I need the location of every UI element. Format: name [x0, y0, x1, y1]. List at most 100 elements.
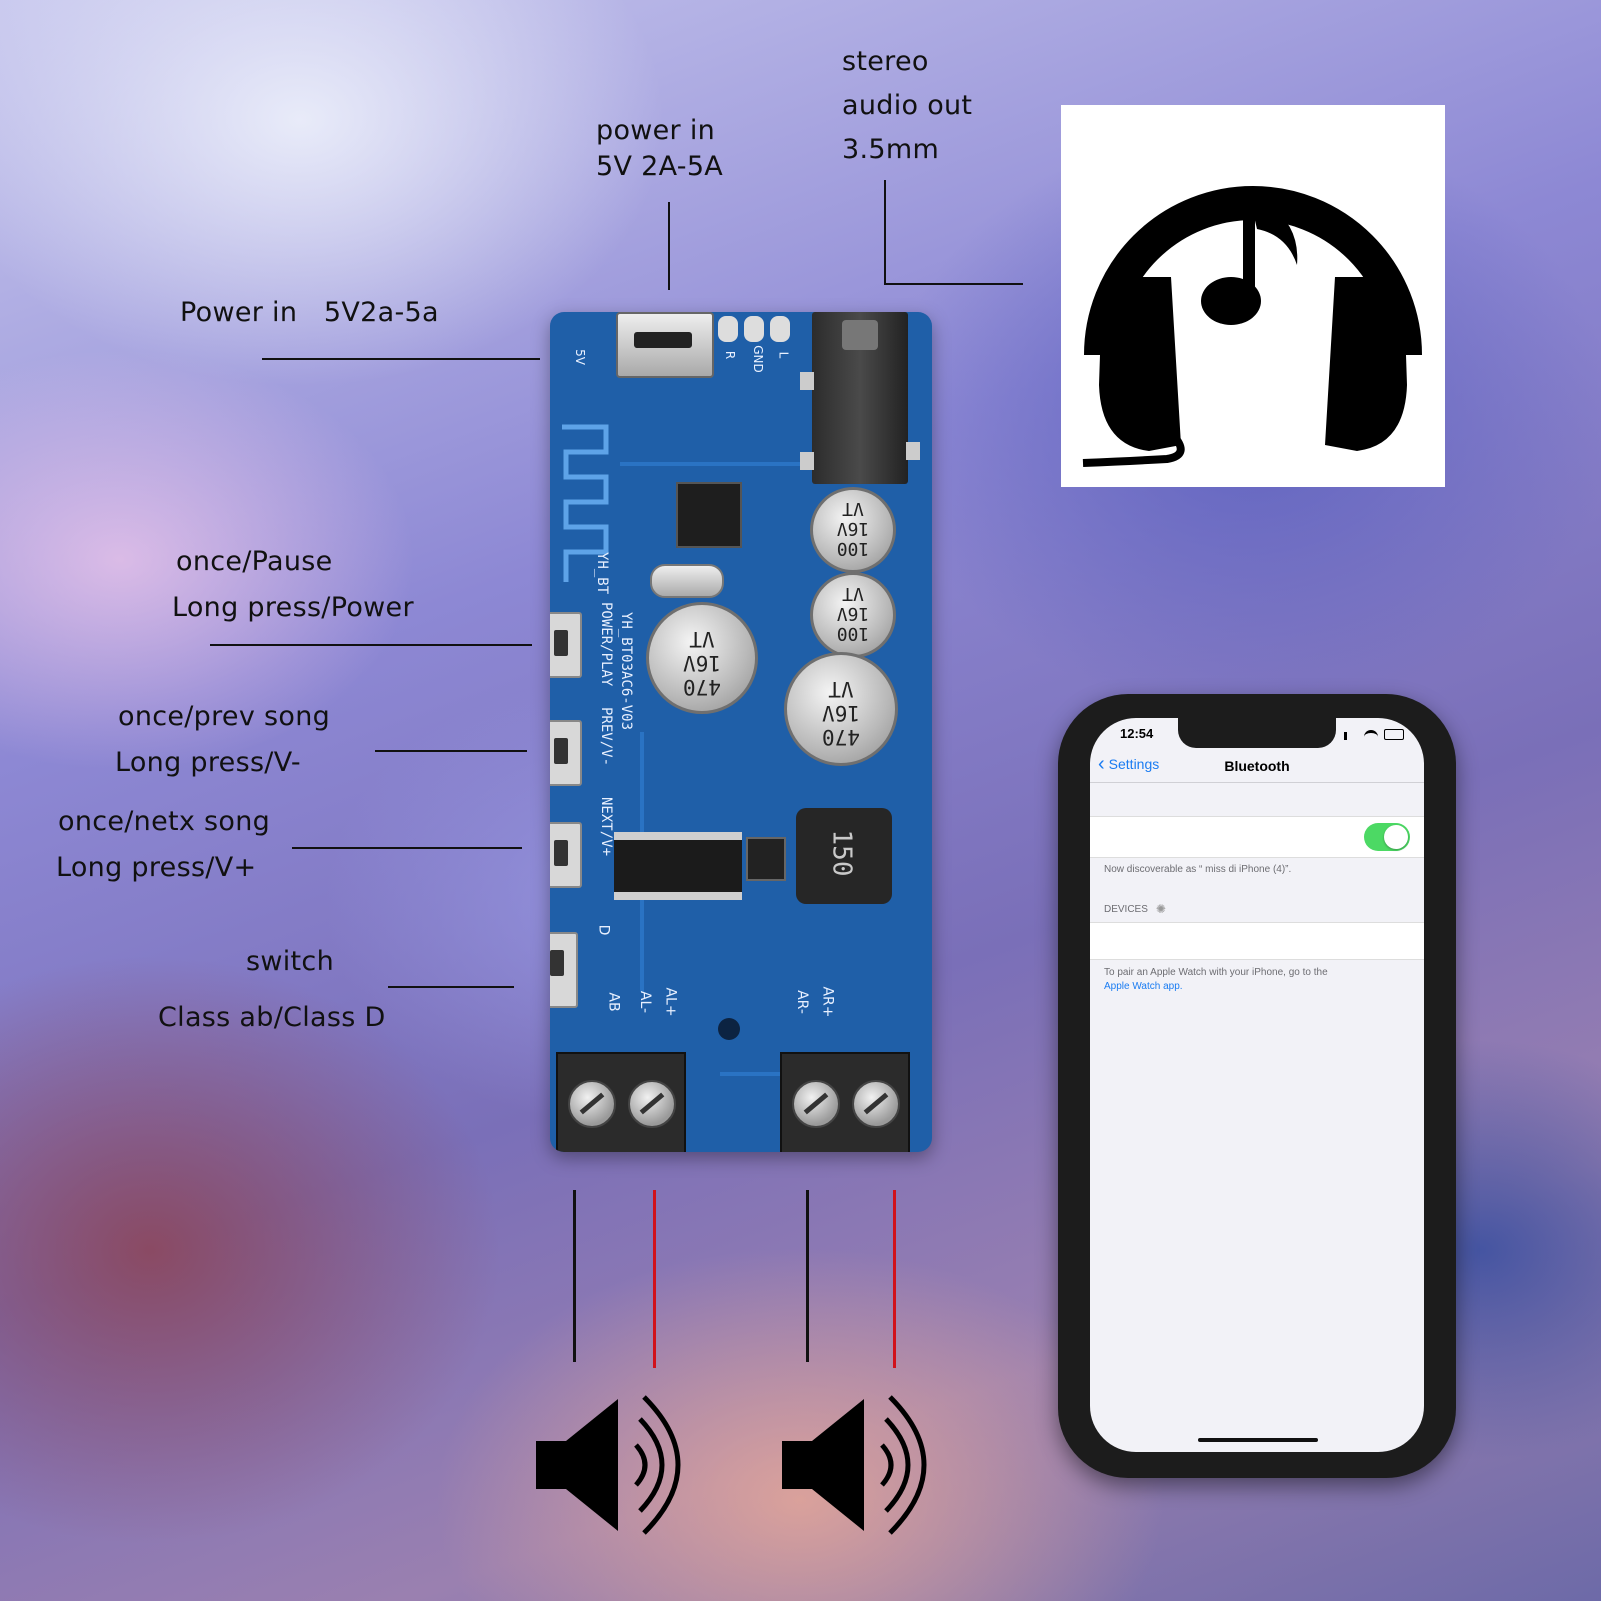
headphones-card [1061, 105, 1445, 487]
devices-list [1090, 922, 1424, 960]
power-top-line-2: 5V 2A-5A [596, 151, 724, 182]
stereo-out-label: stereo audio out 3.5mm [842, 45, 972, 167]
next-line-1: once/netx song [58, 806, 271, 837]
cap-text-value: 470 [822, 725, 860, 749]
bluetooth-toggle-row [1090, 816, 1424, 858]
pause-label: once/Pause Long press/Power [172, 545, 414, 625]
switch-line-2: Class ab/Class D [158, 1002, 386, 1033]
speaker-left-icon [536, 1395, 681, 1535]
next-vol-up-button[interactable] [550, 822, 582, 888]
status-icons [1344, 728, 1404, 740]
silkscreen-next: NEXT/V+ [598, 797, 614, 857]
cap-text-voltage: 16V [836, 518, 870, 539]
left-speaker-terminal[interactable] [556, 1052, 686, 1152]
prev-line-2: Long press/V- [115, 747, 301, 778]
switch-line-1: switch [246, 946, 334, 977]
iphone-mockup: 12:54 ‹ Settings Bluetooth Now discovera… [1058, 694, 1456, 1478]
bluetooth-toggle[interactable] [1364, 823, 1410, 851]
headphones-music-icon [1082, 186, 1422, 467]
silkscreen-ar-minus: AR- [793, 990, 810, 1014]
home-indicator [1198, 1438, 1318, 1442]
pause-line-1: once/Pause [176, 546, 333, 577]
stereo-out-leader-h [884, 283, 1023, 285]
prev-label: once/prev song Long press/V- [115, 700, 330, 780]
right-speaker-wire-red [893, 1190, 896, 1368]
power-play-button[interactable] [550, 612, 582, 678]
cap-text-brand: VT [842, 498, 864, 519]
silkscreen-ab: AB [605, 992, 622, 1012]
cap-text-brand: VT [689, 627, 715, 651]
next-leader [292, 847, 522, 849]
power-top-label: power in 5V 2A-5A [596, 114, 723, 184]
silkscreen-l: L [776, 351, 791, 359]
cap-text-voltage: 16V [822, 701, 860, 725]
back-chevron-icon: ‹ [1098, 753, 1105, 775]
pcb-trace [620, 462, 860, 466]
silkscreen-al-minus: AL- [637, 990, 654, 1014]
silkscreen-power-play: POWER/PLAY [598, 602, 614, 687]
footer-text: To pair an Apple Watch with your iPhone,… [1104, 967, 1328, 978]
next-line-2: Long press/V+ [56, 852, 257, 883]
diode [746, 837, 786, 881]
power-top-leader [668, 202, 670, 290]
silkscreen-model: YH_BT03AC6-V03 [618, 612, 634, 731]
inductor-marking: 150 [826, 829, 857, 877]
silkscreen-d: D [595, 924, 612, 936]
pause-line-2: Long press/Power [172, 592, 414, 623]
stereo-out-line-3: 3.5mm [842, 134, 940, 165]
right-speaker-wire-black [806, 1190, 809, 1362]
cap-text-value: 100 [836, 538, 870, 559]
crystal-oscillator [650, 564, 724, 598]
cap-text-brand: VT [842, 583, 864, 604]
back-label: Settings [1108, 756, 1160, 772]
stereo-out-leader-v [884, 180, 886, 284]
power-side-label: Power in 5V2a-5a [180, 297, 439, 328]
nav-title: Bluetooth [1224, 758, 1290, 774]
cap-text-voltage: 16V [836, 603, 870, 624]
ios-bluetooth-screen: 12:54 ‹ Settings Bluetooth Now discovera… [1090, 718, 1424, 1452]
discoverable-text: Now discoverable as “ miss di iPhone (4)… [1104, 864, 1292, 875]
apple-watch-link[interactable]: Apple Watch app. [1104, 981, 1183, 992]
cap-text-value: 100 [836, 623, 870, 644]
prev-vol-down-button[interactable] [550, 720, 582, 786]
power-top-line-1: power in [596, 115, 716, 146]
next-label: once/netx song Long press/V+ [56, 805, 270, 885]
amplifier-ic [614, 832, 742, 900]
silkscreen-al-plus: AL+ [662, 987, 679, 1017]
devices-header-label: DEVICES [1104, 903, 1148, 915]
silkscreen-r: R [723, 350, 738, 360]
footer-note: To pair an Apple Watch with your iPhone,… [1104, 966, 1414, 994]
prev-line-1: once/prev song [118, 701, 331, 732]
nav-back[interactable]: ‹ Settings [1098, 753, 1160, 775]
speaker-right-icon [782, 1395, 927, 1535]
switch-leader [388, 986, 514, 988]
cap-text-value: 470 [683, 675, 721, 699]
audio-jack-3-5mm [800, 312, 920, 484]
silkscreen-prev: PREV/V- [598, 707, 614, 767]
silkscreen-gnd: GND [750, 345, 765, 373]
class-ab-d-switch[interactable] [550, 932, 578, 1008]
power-inductor: 150 [796, 808, 892, 904]
prev-leader [375, 750, 527, 752]
nav-divider [1090, 782, 1424, 783]
left-speaker-wire-red [653, 1190, 656, 1368]
bluetooth-antenna-trace [562, 424, 609, 582]
left-speaker-wire-black [573, 1190, 576, 1362]
cap-text-voltage: 16V [683, 651, 721, 675]
solder-pads [718, 316, 798, 344]
silkscreen-bt: YH_BT [594, 552, 610, 595]
stereo-out-line-2: audio out [842, 90, 973, 121]
bluetooth-chip [676, 482, 742, 548]
devices-header: DEVICES ✺ [1104, 902, 1166, 916]
pause-leader [210, 644, 532, 646]
power-side-leader [262, 358, 540, 360]
spinner-icon: ✺ [1155, 902, 1166, 916]
bluetooth-amplifier-board: R GND L 5V YH_BT POWER/PLAY YH_BT03AC6-V… [550, 312, 932, 1152]
silkscreen-5v: 5V [572, 349, 587, 365]
cap-text-brand: VT [828, 677, 854, 701]
right-speaker-terminal[interactable] [780, 1052, 910, 1152]
